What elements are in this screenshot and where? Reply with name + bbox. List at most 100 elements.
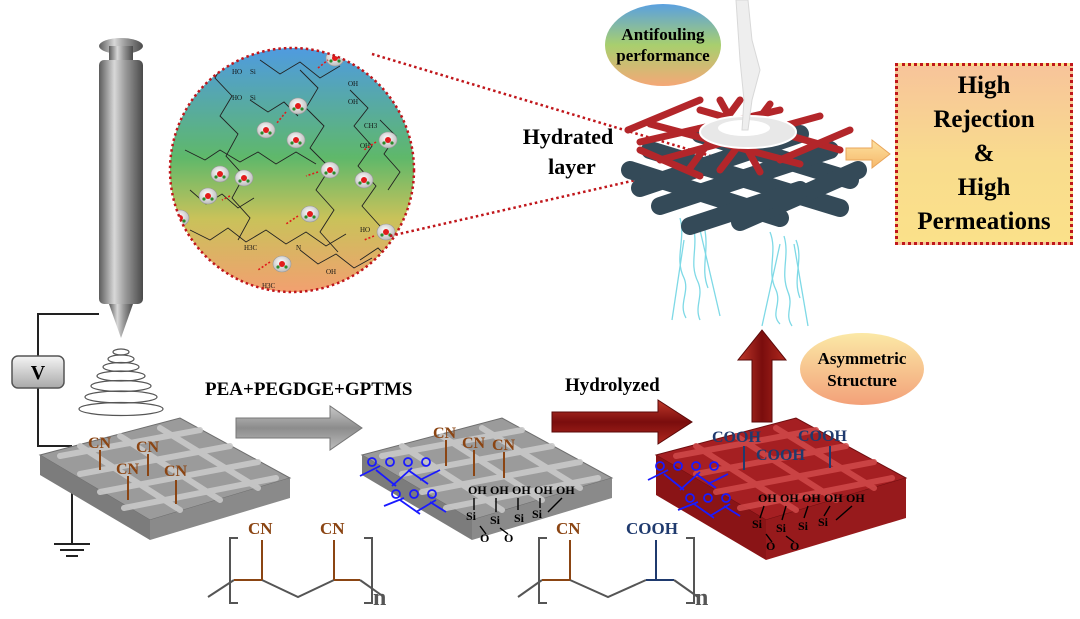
water-molecule-icon [423,180,441,196]
water-molecule-icon [170,209,190,227]
cn-label: CN [88,435,112,452]
zoom-oh-label: OH [348,98,358,106]
zoom-ho-label: HO [360,226,370,234]
oh-label: OH [846,491,865,505]
pan-repeat-unit [207,537,385,604]
result-arrow [845,138,891,170]
water-molecule-icon [198,187,218,205]
o-label: O [766,539,775,553]
oh-label: OH [758,491,777,505]
oh-label: OH [512,483,531,497]
zoom-si-label: Si [250,42,256,50]
zoom-si-label: Si [392,292,398,300]
result-line3: & [973,140,995,167]
zoom-h3c-label: H3C [244,244,258,252]
water-molecule-icon [378,131,398,149]
result-box: High Rejection & High Permeations [895,63,1073,245]
cn-groups-mat2: CN CN CN [433,425,516,478]
oh-label: OH [824,491,843,505]
si-label: Si [532,507,543,521]
si-label: Si [818,515,829,529]
antifouling-label-line1: Antifouling [621,25,705,44]
zoom-oh-label: OH [404,256,414,264]
oh-label: OH [556,483,575,497]
zoom-oh-label: OH [404,292,414,300]
cooh-label: COOH [798,428,847,445]
cn-label: CN [492,437,516,454]
asymmetric-bubble [800,333,924,405]
zoom-circle: HO Si HO Si HO Si OH OH CH3 OH H3C N H3C… [168,42,449,330]
oh-label: OH [534,483,553,497]
water-molecule-icon [300,205,320,223]
hydrolyzed-n-subscript: n [695,585,708,611]
antifouling-bubble [605,4,721,86]
zoom-oh-label: OH [360,142,370,150]
cn-label: CN [136,439,160,456]
antifouling-label-line2: performance [616,46,710,65]
water-molecule-icon [359,314,377,330]
step2-arrow [551,399,693,445]
hydrated-label-line2: layer [548,154,596,179]
cn-label: CN [116,461,140,478]
crosslinker-mat2 [359,457,447,515]
water-molecule-icon [286,131,306,149]
water-molecule-icon [210,165,230,183]
pan-n-subscript: n [373,585,386,611]
water-molecule-icon [431,124,449,140]
zoom-si-label: Si [250,94,256,102]
silane-network-mat2: OH OH OH OH OH Si Si Si Si O O [466,483,575,545]
si-label: Si [466,509,477,523]
water-molecule-icon [234,169,254,187]
pan-nanofiber-mat [38,417,292,540]
hydrolyzed-nanofiber-mat [654,417,908,560]
cn-label: CN [433,425,457,442]
result-line4: High [957,174,1011,201]
hydrogen-bonds [221,59,377,271]
oh-label: OH [802,491,821,505]
pan-cn-label: CN [320,519,345,538]
water-molecule-icon [354,171,374,189]
step2-label: Hydrolyzed [565,375,660,396]
step3-arrow [736,329,788,423]
zoom-oh-label: OH [326,268,336,276]
o-label: O [480,531,489,545]
o-label: O [504,531,513,545]
zoom-circle-border [168,46,416,294]
voltage-source: V [11,355,65,389]
zoom-si-label: Si [392,256,398,264]
silane-network-mat3: OH OH OH OH OH Si Si Si Si O O [752,491,865,553]
si-label: Si [514,511,525,525]
hydrolyzed-cooh-label: COOH [626,519,678,538]
si-label: Si [490,513,501,527]
water-molecule-icon [320,161,340,179]
circuit-wire [37,313,99,557]
zoom-si-label: Si [250,68,256,76]
si-label: Si [798,519,809,533]
zoom-h3c-label: H3C [262,282,276,290]
voltage-label: V [31,362,46,384]
pan-cn-label: CN [248,519,273,538]
hydrolyzed-cn-label: CN [556,519,581,538]
zoom-oh-label: OH [404,274,414,282]
crosslinker-mat3 [647,461,741,519]
step1-label: PEA+PEGDGE+GPTMS [205,379,412,400]
zoom-oh-label: OH [348,80,358,88]
zoom-line-top [371,52,725,162]
cooh-label: COOH [756,447,805,464]
hydrolyzed-repeat-unit [517,537,699,604]
zoom-si-label: Si [392,274,398,282]
hydrated-membrane [621,0,867,235]
water-molecule-icon [256,121,276,139]
asymmetric-label-line1: Asymmetric [818,349,907,368]
oh-label: OH [468,483,487,497]
electrospinning-needle [99,38,143,338]
oh-label: OH [490,483,509,497]
zoom-ch3-label: CH3 [364,122,378,130]
cn-groups-mat1: CN CN CN CN [88,435,188,504]
si-label: Si [752,517,763,531]
zoom-ho-label: HO [232,42,242,50]
o-label: O [790,539,799,553]
cooh-groups-mat3: COOH COOH COOH [712,428,847,470]
polymer-jet-spiral [78,348,164,417]
